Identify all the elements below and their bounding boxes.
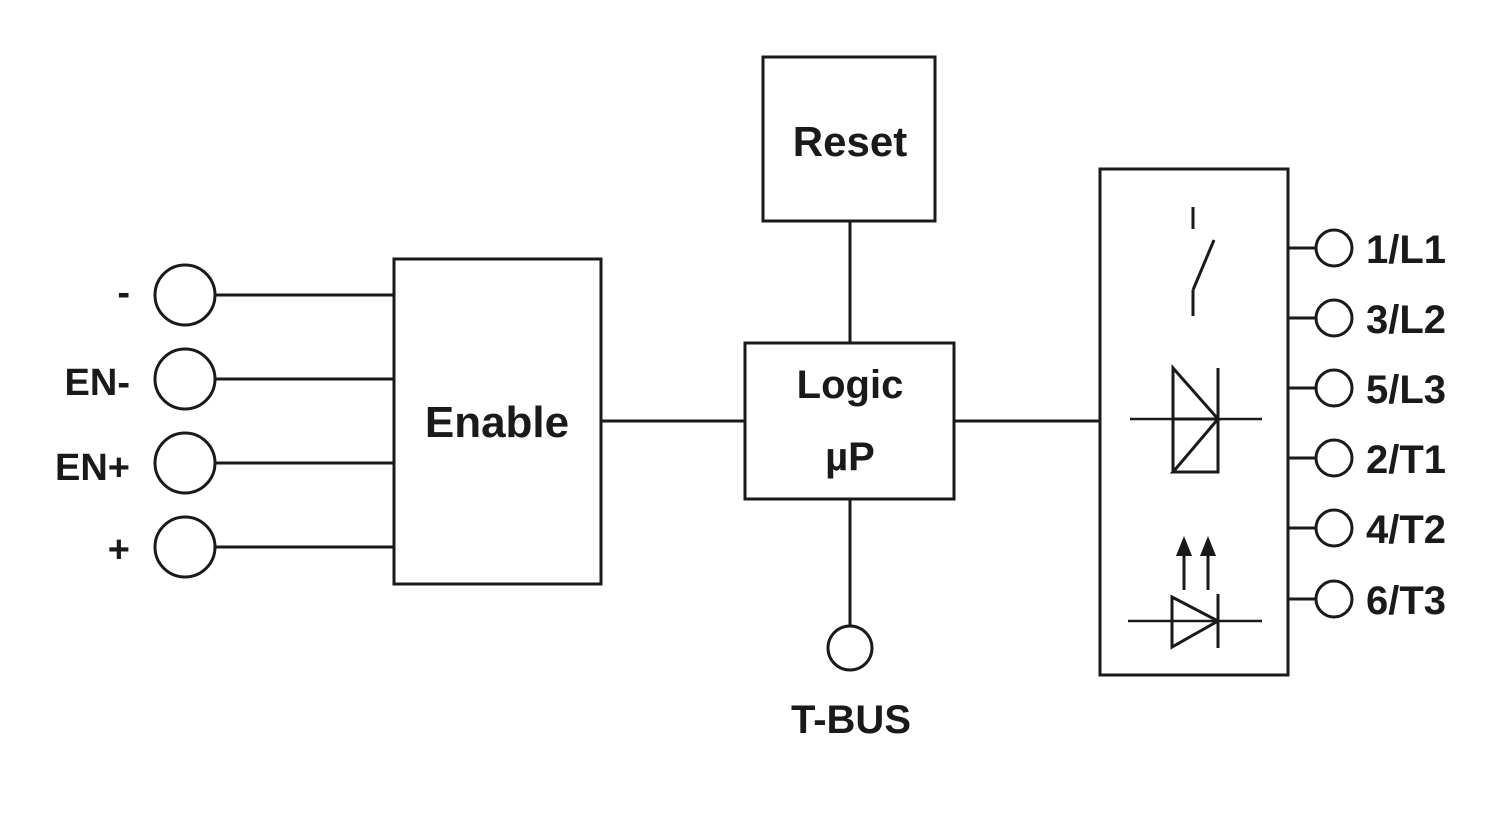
input-terminal-en-minus: EN- xyxy=(65,347,394,411)
output-terminal-3-l2: 3/L2 xyxy=(1288,298,1446,342)
output-terminal-6-t3: 6/T3 xyxy=(1288,579,1446,623)
terminal-circle xyxy=(826,624,874,672)
terminal-circle xyxy=(153,263,217,327)
output-terminal-2-t1: 2/T1 xyxy=(1288,438,1446,482)
terminal-circle xyxy=(1314,298,1354,338)
output-terminal-4-t2: 4/T2 xyxy=(1288,508,1446,552)
terminal-circle xyxy=(153,347,217,411)
output-box xyxy=(1098,167,1290,677)
output-terminal-5-l3: 5/L3 xyxy=(1288,368,1446,412)
t-bus-label: T-BUS xyxy=(791,698,911,742)
output-terminal-1-l1: 1/L1 xyxy=(1288,228,1446,272)
output-block xyxy=(1098,167,1290,677)
output-terminal-label: 1/L1 xyxy=(1366,228,1446,272)
input-terminal-plus: + xyxy=(108,515,394,579)
output-terminal-label: 6/T3 xyxy=(1366,579,1446,623)
output-terminal-label: 5/L3 xyxy=(1366,368,1446,412)
input-terminal-label: - xyxy=(117,272,130,314)
terminal-circle xyxy=(1314,579,1354,619)
enable-label: Enable xyxy=(425,398,569,447)
input-terminal-label: EN- xyxy=(65,362,130,404)
switch-icon xyxy=(1191,207,1216,316)
logic-block: Logic µP xyxy=(743,341,956,501)
input-terminal-minus: - xyxy=(117,263,394,327)
terminal-circle xyxy=(1314,368,1354,408)
input-terminal-label: + xyxy=(108,529,130,571)
reset-block: Reset xyxy=(761,55,937,223)
microprocessor-label: µP xyxy=(825,435,875,479)
t-bus-terminal: T-BUS xyxy=(791,499,911,742)
terminal-circle xyxy=(1314,228,1354,268)
terminal-circle xyxy=(1314,438,1354,478)
terminal-circle xyxy=(153,431,217,495)
terminal-circle xyxy=(1314,508,1354,548)
output-terminal-label: 4/T2 xyxy=(1366,508,1446,552)
triac-icon xyxy=(1130,364,1262,474)
reset-label: Reset xyxy=(793,118,907,165)
terminal-circle xyxy=(153,515,217,579)
output-terminal-label: 2/T1 xyxy=(1366,438,1446,482)
enable-block: Enable xyxy=(392,257,603,586)
led-icon xyxy=(1128,536,1262,650)
logic-label: Logic xyxy=(797,363,904,407)
input-terminal-label: EN+ xyxy=(55,447,130,489)
output-terminal-label: 3/L2 xyxy=(1366,298,1446,342)
input-terminal-en-plus: EN+ xyxy=(55,431,394,495)
